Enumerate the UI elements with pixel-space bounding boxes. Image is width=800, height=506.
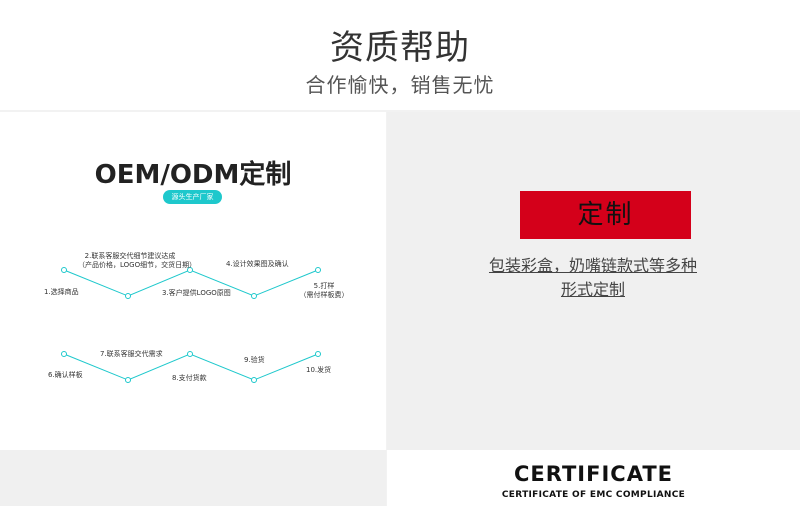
step-label-3: 3.客户提供LOGO原图	[162, 289, 231, 297]
step-node-5	[315, 267, 321, 273]
step-label-4: 4.设计效果图及确认	[226, 260, 289, 268]
bottom-left-blank	[0, 450, 386, 506]
customize-button[interactable]: 定制	[520, 191, 691, 239]
process-zigzag-diagram	[61, 267, 321, 383]
step-label-2: 2.联系客服交代细节建议达成 （产品价格，LOGO细节，交货日期）	[78, 252, 197, 270]
step-label-5-line2: （需付样板费）	[299, 291, 349, 299]
oem-heading: OEM/ODM定制	[94, 160, 292, 190]
step-node-1	[61, 267, 67, 273]
factory-badge: 源头生产厂家	[163, 190, 222, 204]
step-node-7	[125, 377, 131, 383]
step-node-9	[251, 377, 257, 383]
custom-service-panel: 定制 包装彩盒，奶嘴链款式等多种形式定制	[387, 112, 800, 450]
certificate-title: CERTIFICATE	[514, 462, 673, 486]
step-label-9: 9.验货	[244, 356, 265, 364]
step-label-2-line2: （产品价格，LOGO细节，交货日期）	[78, 261, 197, 269]
step-label-2-line1: 2.联系客服交代细节建议达成	[84, 252, 176, 260]
step-label-8: 8.支付货款	[172, 374, 207, 382]
step-node-8	[187, 351, 193, 357]
step-label-6: 6.确认样板	[48, 371, 83, 379]
oem-process-image: OEM/ODM定制 源头生产厂家 1.选择商品 2.联系客服交代细节建议达成 （…	[0, 112, 386, 450]
step-node-4	[251, 293, 257, 299]
step-node-3	[187, 267, 193, 273]
page-title: 资质帮助	[330, 28, 470, 68]
step-node-6	[61, 351, 67, 357]
step-node-2	[125, 293, 131, 299]
step-node-10	[315, 351, 321, 357]
step-label-10: 10.发货	[306, 366, 332, 374]
step-label-1: 1.选择商品	[44, 288, 79, 296]
certificate-banner: CERTIFICATE CERTIFICATE OF EMC COMPLIANC…	[387, 450, 800, 506]
step-label-7: 7.联系客服交代需求	[100, 350, 163, 358]
customize-description-link[interactable]: 包装彩盒，奶嘴链款式等多种形式定制	[488, 256, 697, 299]
step-label-5: 5.打样 （需付样板费）	[298, 282, 350, 300]
page-header: 资质帮助 合作愉快，销售无忧	[0, 0, 800, 110]
certificate-subtitle: CERTIFICATE OF EMC COMPLIANCE	[501, 490, 686, 500]
page-subtitle: 合作愉快，销售无忧	[305, 73, 495, 97]
step-label-5-line1: 5.打样	[313, 282, 335, 290]
